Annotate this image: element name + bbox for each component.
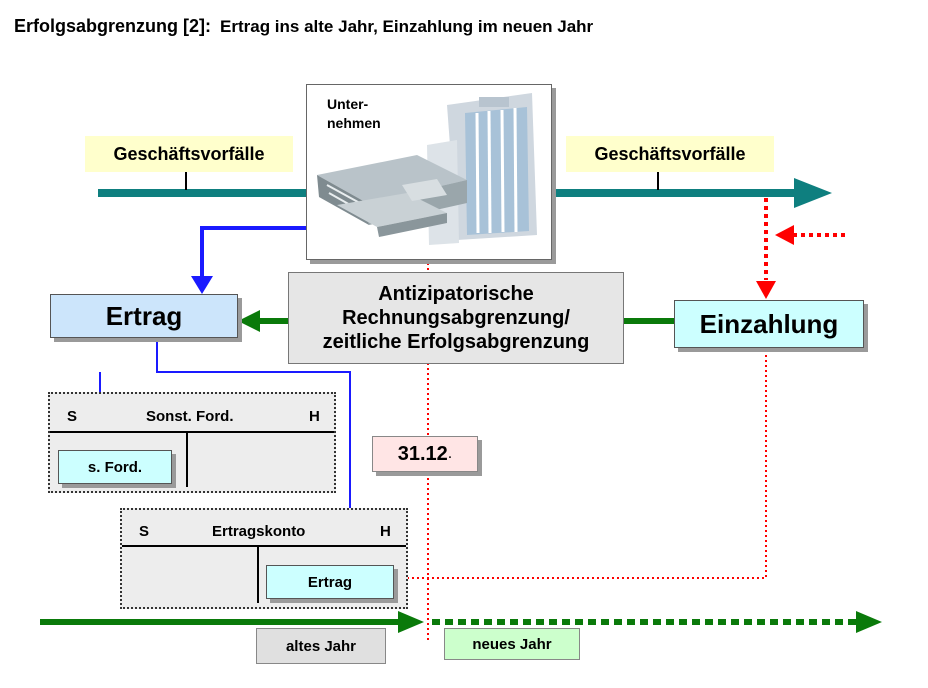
old-year-label: altes Jahr <box>256 628 386 664</box>
account-ertrag-h: H <box>380 523 391 540</box>
new-year-arrowhead <box>856 611 882 633</box>
account-ertrag-s: S <box>139 523 150 540</box>
einzahlung-to-entry-line <box>408 350 767 579</box>
date-dot: . <box>447 445 453 462</box>
account-sonst-vline <box>186 431 188 487</box>
ertrag-to-accounts-line <box>156 337 351 552</box>
company-label: Unter- nehmen <box>327 96 381 131</box>
account-sonst-h: H <box>309 408 320 425</box>
old-year-arrowhead <box>398 611 424 633</box>
date-day: 31.12 <box>397 442 448 465</box>
account-ertrag-vline <box>257 545 259 603</box>
account-sonst-name: Sonst. Ford. <box>146 408 234 425</box>
title-subtitle: Ertrag ins alte Jahr, Einzahlung im neue… <box>220 17 594 36</box>
account-sonst-ford: S Sonst. Ford. H s. Ford. <box>48 392 336 493</box>
company-to-ertrag-arrowhead <box>191 276 213 294</box>
page-title: Erfolgsabgrenzung [2]: Ertrag ins alte J… <box>14 16 593 37</box>
red-left-arrowhead <box>775 225 794 245</box>
einzahlung-box: Einzahlung <box>674 300 864 348</box>
center-accrual-box: Antizipatorische Rechnungsabgrenzung/ ze… <box>288 272 624 364</box>
account-ertragskonto: S Ertragskonto H Ertrag <box>120 508 408 609</box>
account-ertrag-name: Ertragskonto <box>212 523 306 540</box>
date-box: 31.12. <box>372 436 478 472</box>
title-prefix: Erfolgsabgrenzung [2]: <box>14 16 211 36</box>
ertrag-entry: Ertrag <box>266 565 394 599</box>
company-to-ertrag-arrow <box>200 226 306 278</box>
red-down-arrowhead <box>756 281 776 299</box>
account-sonst-hline <box>50 431 334 433</box>
business-label-right: Geschäftsvorfälle <box>566 136 774 172</box>
company-building-icon <box>317 93 537 245</box>
business-timeline-arrowhead <box>794 178 832 208</box>
account-sonst-s: S <box>67 408 78 425</box>
center-to-ertrag-arrowhead <box>238 310 260 332</box>
business-label-left: Geschäftsvorfälle <box>85 136 293 172</box>
account-ertrag-hline <box>122 545 406 547</box>
sford-entry: s. Ford. <box>58 450 172 484</box>
new-year-label: neues Jahr <box>444 628 580 660</box>
ertrag-box: Ertrag <box>50 294 238 338</box>
company-box: Unter- nehmen <box>306 84 552 260</box>
